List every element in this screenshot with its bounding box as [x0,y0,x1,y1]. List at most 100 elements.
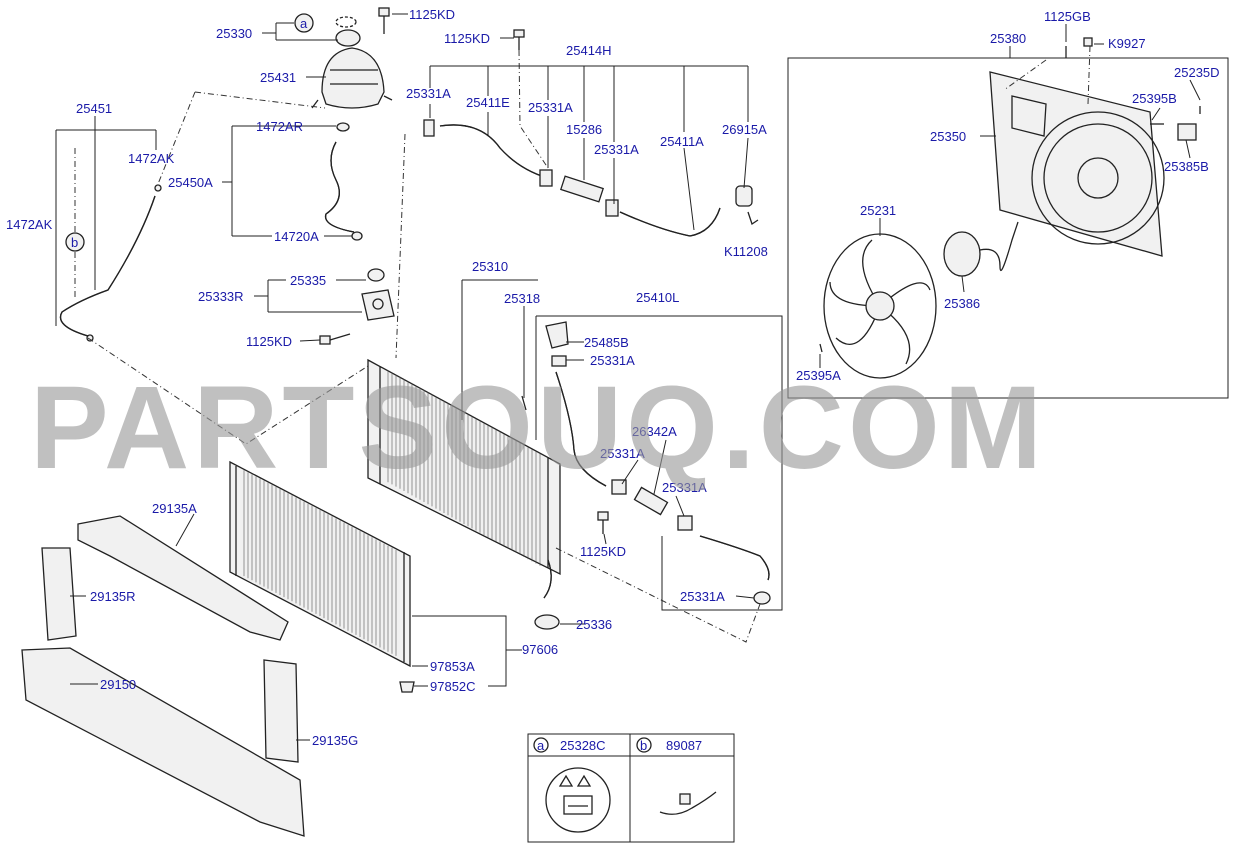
label-26342a[interactable]: 26342A [632,424,677,439]
bolt-1125kd-top[interactable] [378,7,390,34]
label-29135a[interactable]: 29135A [152,501,197,516]
label-25333r[interactable]: 25333R [198,289,244,304]
connector-15286[interactable] [559,175,605,203]
legend-a-part[interactable]: 25328C [560,738,606,753]
ref-dash-3 [87,337,369,445]
clamp-25331a-3[interactable] [605,199,619,217]
label-29135r[interactable]: 29135R [90,589,136,604]
hose-lower-right[interactable] [699,535,770,581]
label-97853a[interactable]: 97853A [430,659,475,674]
label-25331a-1[interactable]: 25331A [406,86,451,101]
callout-b[interactable]: b [65,232,85,252]
fan-shroud-25350[interactable] [989,71,1165,257]
label-1472ar[interactable]: 1472AR [256,119,303,134]
leader-lines [55,13,1201,741]
part-labels: 25330 1125KD 25431 1125KD 25414H 25451 1… [6,7,1220,748]
label-29150[interactable]: 29150 [100,677,136,692]
label-97852c[interactable]: 97852C [430,679,476,694]
label-1125kd-top[interactable]: 1125KD [409,7,455,22]
mount-97852c[interactable] [399,681,415,693]
legend-table: a 25328C b 89087 [527,733,735,843]
bolt-1125kd-b[interactable] [513,29,525,50]
reservoir-tank[interactable] [311,29,393,109]
bracket-25333r[interactable] [361,289,395,321]
bolt-25318[interactable] [521,395,527,411]
label-1472ak-1[interactable]: 1472AK [128,151,175,166]
bolt-1125kd-c[interactable] [319,333,351,345]
label-25395b[interactable]: 25395B [1132,91,1177,106]
label-25414h[interactable]: 25414H [566,43,612,58]
label-14720a[interactable]: 14720A [274,229,319,244]
fan-25231[interactable] [823,233,937,379]
fitting-26915a[interactable] [735,185,753,207]
bolt-1125kd-d[interactable] [597,511,609,534]
clamp-14720a[interactable] [351,231,363,241]
clamp-25331a-6[interactable] [677,515,693,531]
hose-25411e[interactable] [439,124,549,179]
label-25350[interactable]: 25350 [930,129,966,144]
label-25331a-6[interactable]: 25331A [662,480,707,495]
condenser-97606[interactable] [229,460,411,668]
clip-k9927[interactable] [1083,37,1093,47]
screw-25395a[interactable] [819,343,823,353]
label-25431[interactable]: 25431 [260,70,296,85]
label-97606[interactable]: 97606 [522,642,558,657]
radiator-25310[interactable] [367,358,561,576]
label-25386[interactable]: 25386 [944,296,980,311]
label-k11208[interactable]: K11208 [724,244,768,259]
label-k9927[interactable]: K9927 [1108,36,1146,51]
grommet-25335[interactable] [367,268,385,282]
label-1125kd-c[interactable]: 1125KD [246,334,292,349]
label-29135g[interactable]: 29135G [312,733,358,748]
clamp-25331a-2[interactable] [539,169,553,187]
cap-25336[interactable] [534,614,560,630]
label-1125gb[interactable]: 1125GB [1044,9,1091,24]
label-25235d[interactable]: 25235D [1174,65,1220,80]
label-15286[interactable]: 15286 [566,122,602,137]
label-25485b[interactable]: 25485B [584,335,629,350]
label-25411e[interactable]: 25411E [466,95,510,110]
motor-25386[interactable] [943,221,1019,277]
clamp-25331a-7[interactable] [753,591,771,605]
label-25450a[interactable]: 25450A [168,175,213,190]
label-25331a-3[interactable]: 25331A [594,142,639,157]
elbow-25485b[interactable] [545,321,569,349]
clamp-25331a-4[interactable] [551,355,567,367]
guard-29135a[interactable] [77,515,289,641]
label-25385b[interactable]: 25385B [1164,159,1209,174]
watermark: PARTSOUQ.COM [30,362,1046,494]
label-25451[interactable]: 25451 [76,101,112,116]
clamp-1472ar[interactable] [336,122,350,132]
guard-29150[interactable] [21,647,305,837]
label-25380[interactable]: 25380 [990,31,1026,46]
clamp-25331a-1[interactable] [423,119,435,137]
label-25336[interactable]: 25336 [576,617,612,632]
connector-25385b[interactable] [1177,123,1197,141]
hose-25450a[interactable] [324,141,355,233]
label-1472ak-2[interactable]: 1472AK [6,217,53,232]
label-25231[interactable]: 25231 [860,203,896,218]
label-25331a-4[interactable]: 25331A [590,353,635,368]
legend-b-letter: b [640,738,647,753]
label-25318[interactable]: 25318 [504,291,540,306]
label-25331a-2[interactable]: 25331A [528,100,573,115]
label-25395a[interactable]: 25395A [796,368,841,383]
guard-29135g[interactable] [263,659,299,763]
label-1125kd-b[interactable]: 1125KD [444,31,490,46]
hose-25411a[interactable] [619,207,721,237]
clip-k11208[interactable] [747,211,759,226]
label-25310[interactable]: 25310 [472,259,508,274]
label-25335[interactable]: 25335 [290,273,326,288]
legend-b-part[interactable]: 89087 [666,738,702,753]
label-26915a[interactable]: 26915A [722,122,767,137]
guard-29135r[interactable] [41,547,77,641]
label-25331a-7[interactable]: 25331A [680,589,725,604]
label-25331a-5[interactable]: 25331A [600,446,645,461]
pipe-26342a[interactable] [633,486,669,516]
label-1125kd-d[interactable]: 1125KD [580,544,626,559]
label-25330[interactable]: 25330 [216,26,252,41]
label-25410l[interactable]: 25410L [636,290,679,305]
callout-a[interactable]: a [294,13,314,33]
label-25411a[interactable]: 25411A [660,134,704,149]
